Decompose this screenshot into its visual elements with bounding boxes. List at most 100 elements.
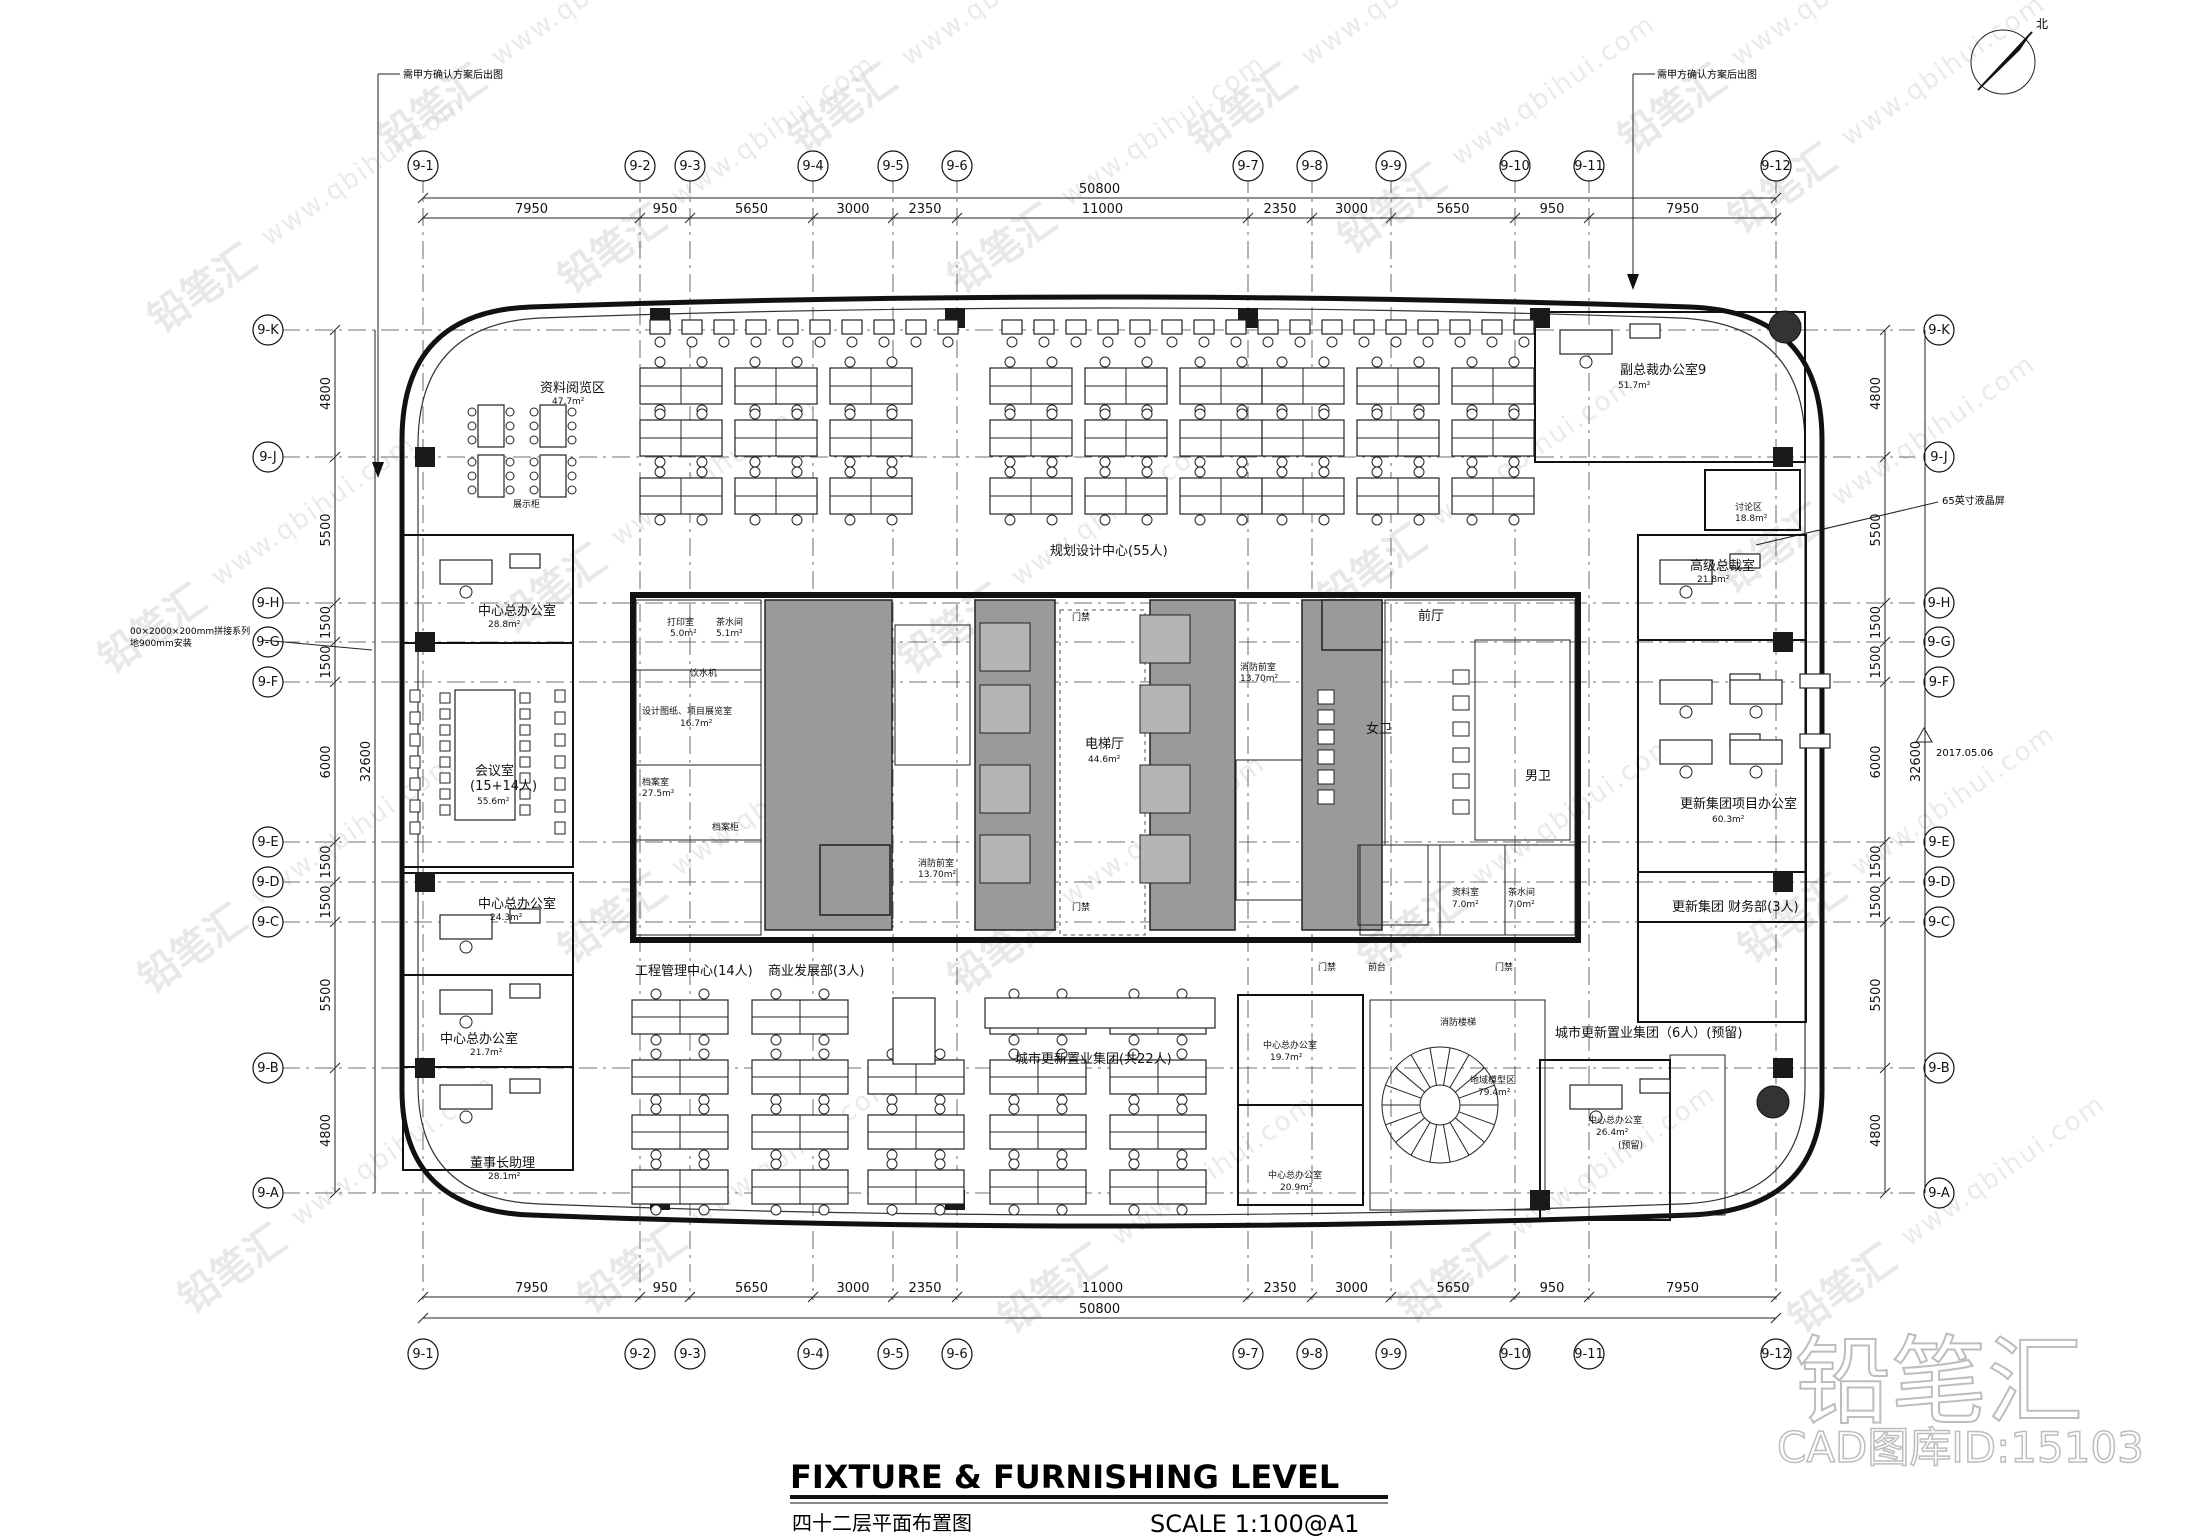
- spiral-tread: [1410, 1122, 1431, 1156]
- svg-text:9-H: 9-H: [257, 596, 280, 611]
- meeting-side-chair: [554, 733, 566, 747]
- svg-text:9-D: 9-D: [1928, 875, 1951, 890]
- svg-text:9-1: 9-1: [412, 159, 433, 174]
- spiral-tread: [1454, 1067, 1485, 1093]
- svg-text:9-J: 9-J: [1930, 450, 1948, 465]
- design-review-area: 16.7m²: [680, 719, 713, 729]
- top-row-desk: [873, 319, 895, 335]
- title-block: FIXTURE & FURNISHING LEVEL 四十二层平面布置图 SCA…: [790, 1458, 1388, 1538]
- side-table: [892, 997, 936, 1065]
- dim-h-7: 3000: [1335, 202, 1368, 217]
- lift-car-7: [1139, 834, 1191, 884]
- grid-bubble-left-9-H: 9-H: [252, 587, 284, 619]
- svg-text:9-8: 9-8: [1301, 159, 1322, 174]
- workstation-cluster-2: [829, 356, 913, 416]
- top-row-desk: [1513, 319, 1535, 335]
- data-room-label: 资料室: [1452, 886, 1479, 898]
- workstation-cluster-bottom-42: [751, 1158, 849, 1216]
- top-row-desk: [1129, 319, 1151, 335]
- dim-v-4: 6000: [1869, 745, 1884, 778]
- office-desk-1: [439, 908, 541, 954]
- dim-v-4: 6000: [319, 745, 334, 778]
- grid-bubble-bottom-9-11: 9-11: [1573, 1338, 1605, 1370]
- wc-fixture: [1317, 709, 1335, 725]
- dim-h-10: 7950: [1666, 1281, 1699, 1296]
- workstation-cluster-bottom-35: [1109, 1048, 1207, 1106]
- tea-room-label: 茶水间: [1508, 886, 1535, 898]
- dim-h-9: 950: [1540, 202, 1565, 217]
- spiral-tread: [1458, 1111, 1495, 1126]
- workstation-cluster-25: [1356, 466, 1440, 526]
- workstation-cluster-20: [829, 466, 913, 526]
- top-row-chair: [846, 336, 858, 348]
- workstation-cluster-bottom-39: [989, 1103, 1087, 1161]
- lift-hall-label: 电梯厅: [1085, 737, 1124, 752]
- dim-v-5: 1500: [1869, 845, 1884, 878]
- office-desk-2: [439, 983, 541, 1029]
- dim-h-0: 7950: [515, 1281, 548, 1296]
- dim-h-1: 950: [653, 202, 678, 217]
- drawing-title: FIXTURE & FURNISHING LEVEL: [790, 1458, 1339, 1496]
- meeting-side-chair: [554, 821, 566, 835]
- drawing-scale: SCALE 1:100@A1: [1150, 1510, 1359, 1538]
- workstation-cluster-18: [639, 466, 723, 526]
- note-top-left: 需甲方确认方案后出图: [403, 68, 503, 81]
- svg-text:www.qbihui.com: www.qbihui.com: [606, 389, 821, 552]
- center-office-4-area: 19.7m²: [1270, 1053, 1303, 1063]
- archive-room-label: 档案室: [642, 776, 669, 788]
- workstation-cluster-bottom-34: [989, 1048, 1087, 1106]
- workstation-cluster-bottom-44: [989, 1158, 1087, 1216]
- grid-bubble-right-9-G: 9-G: [1923, 626, 1955, 658]
- exhibit-label: 展示柜: [513, 498, 540, 510]
- plant-0: [1756, 1085, 1790, 1119]
- dim-v-total: 32600: [359, 741, 374, 782]
- svg-text:www.qbihui.com: www.qbihui.com: [1726, 0, 1941, 72]
- spiral-tread: [1385, 1084, 1422, 1099]
- top-row-chair: [1486, 336, 1498, 348]
- meeting-chair: [519, 756, 531, 768]
- svg-text:9-4: 9-4: [802, 1347, 823, 1362]
- top-row-chair: [1454, 336, 1466, 348]
- center-office-3-area: 21.7m²: [470, 1048, 503, 1058]
- workstation-cluster-bottom-41: [631, 1158, 729, 1216]
- dim-h-8: 5650: [1436, 202, 1469, 217]
- spiral-tread: [1449, 1122, 1470, 1156]
- wc-fixture: [1317, 749, 1335, 765]
- tea-room-area: 7.0m²: [1508, 900, 1535, 910]
- dim-h-total: 50800: [1079, 182, 1120, 197]
- reading-table-2: [477, 454, 505, 498]
- note-tv: 65英寸液晶屏: [1942, 494, 2005, 507]
- workstation-cluster-bottom-28: [751, 988, 849, 1046]
- dim-v-8: 4800: [319, 1114, 334, 1147]
- grid-bubble-top-9-8: 9-8: [1296, 150, 1328, 182]
- center-office-5-label: 中心总办公室: [1268, 1169, 1322, 1181]
- top-row-chair: [1422, 336, 1434, 348]
- svg-text:9-8: 9-8: [1301, 1347, 1322, 1362]
- meeting-side-chair: [409, 777, 421, 791]
- dim-v-total: 32600: [1909, 741, 1924, 782]
- meeting-chair: [519, 724, 531, 736]
- corner-logo: 铅笔汇 CAD图库ID:15103: [1776, 1325, 2144, 1473]
- svg-text:www.qbihui.com: www.qbihui.com: [1896, 1089, 2111, 1252]
- lift-hall-area: 44.6m²: [1088, 755, 1121, 765]
- svg-text:铅笔汇: 铅笔汇: [1710, 496, 1835, 603]
- meeting-side-chair: [554, 689, 566, 703]
- workstation-cluster-bottom-33: [867, 1048, 965, 1106]
- meeting-chair: [439, 724, 451, 736]
- svg-text:9-1: 9-1: [412, 1347, 433, 1362]
- workstation-cluster-24: [1261, 466, 1345, 526]
- top-row-chair: [686, 336, 698, 348]
- workstation-cluster-15: [1261, 408, 1345, 468]
- top-row-desk: [777, 319, 799, 335]
- meeting-chair: [439, 692, 451, 704]
- grid-bubble-top-9-10: 9-10: [1499, 150, 1531, 182]
- center-office-2-label: 中心总办公室: [478, 896, 556, 912]
- svg-text:9-12: 9-12: [1761, 159, 1791, 174]
- wc-fixture: [1452, 799, 1470, 815]
- meeting-chair: [439, 740, 451, 752]
- center-office-2-area: 24.3m²: [490, 913, 523, 923]
- dim-h-10: 7950: [1666, 202, 1699, 217]
- grid-bubble-right-9-J: 9-J: [1923, 441, 1955, 473]
- dim-h-2: 5650: [735, 202, 768, 217]
- workstation-cluster-19: [734, 466, 818, 526]
